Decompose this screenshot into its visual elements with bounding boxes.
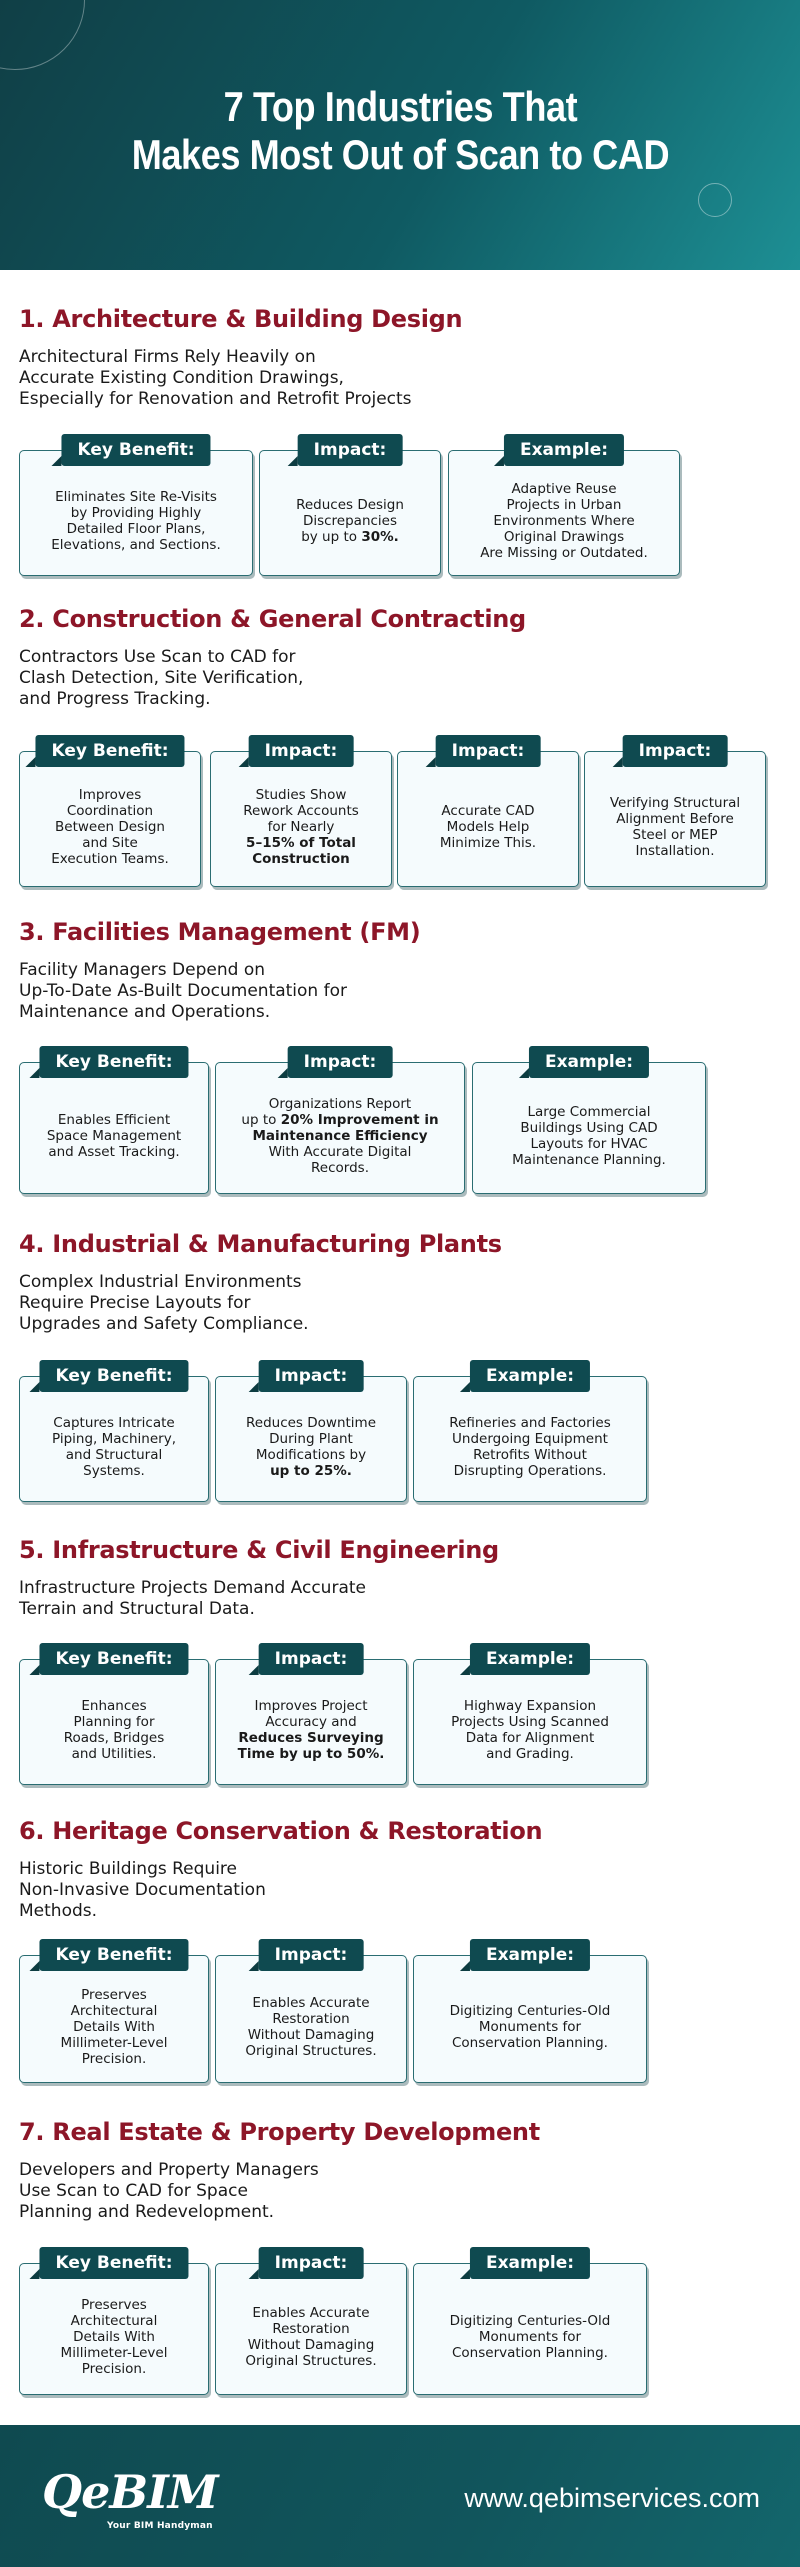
section-construction: 2. Construction & General Contracting Co… (0, 605, 800, 900)
card-label: Key Benefit: (29, 1360, 189, 1392)
card-label: Example: (493, 434, 625, 466)
card-label: Key Benefit: (25, 735, 185, 767)
decorative-ring-small (698, 183, 732, 217)
footer-banner: QeBIM Your BIM Handyman www.qebimservice… (0, 2425, 800, 2567)
card-label: Key Benefit: (51, 434, 211, 466)
card-label: Impact: (248, 1643, 364, 1675)
company-logo[interactable]: QeBIM Your BIM Handyman (42, 2465, 242, 2535)
website-link[interactable]: www.qebimservices.com (464, 2483, 760, 2513)
card-label: Key Benefit: (29, 2247, 189, 2279)
section-architecture: 1. Architecture & Building Design Archit… (0, 305, 800, 595)
card-label: Impact: (277, 1046, 393, 1078)
title-line-2: Makes Most Out of Scan to CAD (131, 131, 669, 178)
section-title: 2. Construction & General Contracting (19, 605, 526, 633)
section-heritage: 6. Heritage Conservation & Restoration H… (0, 1817, 800, 2107)
section-title: 3. Facilities Management (FM) (19, 918, 421, 946)
section-title: 6. Heritage Conservation & Restoration (19, 1817, 543, 1845)
card-text: Organizations Report up to 20% Improveme… (241, 1096, 439, 1176)
section-real-estate: 7. Real Estate & Property Development De… (0, 2118, 800, 2408)
card-label: Example: (459, 1360, 591, 1392)
section-title: 5. Infrastructure & Civil Engineering (19, 1536, 499, 1564)
card-label: Key Benefit: (29, 1939, 189, 1971)
card-label: Impact: (287, 434, 403, 466)
card-label: Key Benefit: (29, 1046, 189, 1078)
header-banner: 7 Top Industries That Makes Most Out of … (0, 0, 800, 270)
card-label: Impact: (248, 2247, 364, 2279)
title-line-1: 7 Top Industries That (223, 83, 577, 130)
page-title: 7 Top Industries That Makes Most Out of … (131, 83, 669, 179)
card-label: Impact: (248, 1360, 364, 1392)
section-title: 4. Industrial & Manufacturing Plants (19, 1230, 502, 1258)
card-label: Key Benefit: (29, 1643, 189, 1675)
card-label: Impact: (238, 735, 354, 767)
card-label: Impact: (612, 735, 728, 767)
card-label: Example: (459, 1939, 591, 1971)
card-label: Impact: (425, 735, 541, 767)
section-facilities: 3. Facilities Management (FM) Facility M… (0, 918, 800, 1213)
section-title: 1. Architecture & Building Design (19, 305, 463, 333)
card-impact: Impact: Organizations Report up to 20% I… (215, 1046, 465, 1194)
section-industrial: 4. Industrial & Manufacturing Plants Com… (0, 1230, 800, 1520)
card-label: Example: (518, 1046, 650, 1078)
card-label: Example: (459, 2247, 591, 2279)
section-infrastructure: 5. Infrastructure & Civil Engineering In… (0, 1536, 800, 1806)
section-description: Architectural Firms Rely Heavily on Accu… (19, 347, 412, 409)
logo-tagline: Your BIM Handyman (107, 2521, 213, 2531)
card-label: Impact: (248, 1939, 364, 1971)
card-label: Example: (459, 1643, 591, 1675)
section-title: 7. Real Estate & Property Development (19, 2118, 540, 2146)
decorative-ring (0, 0, 85, 70)
logo-text: QeBIM (42, 2465, 219, 2519)
